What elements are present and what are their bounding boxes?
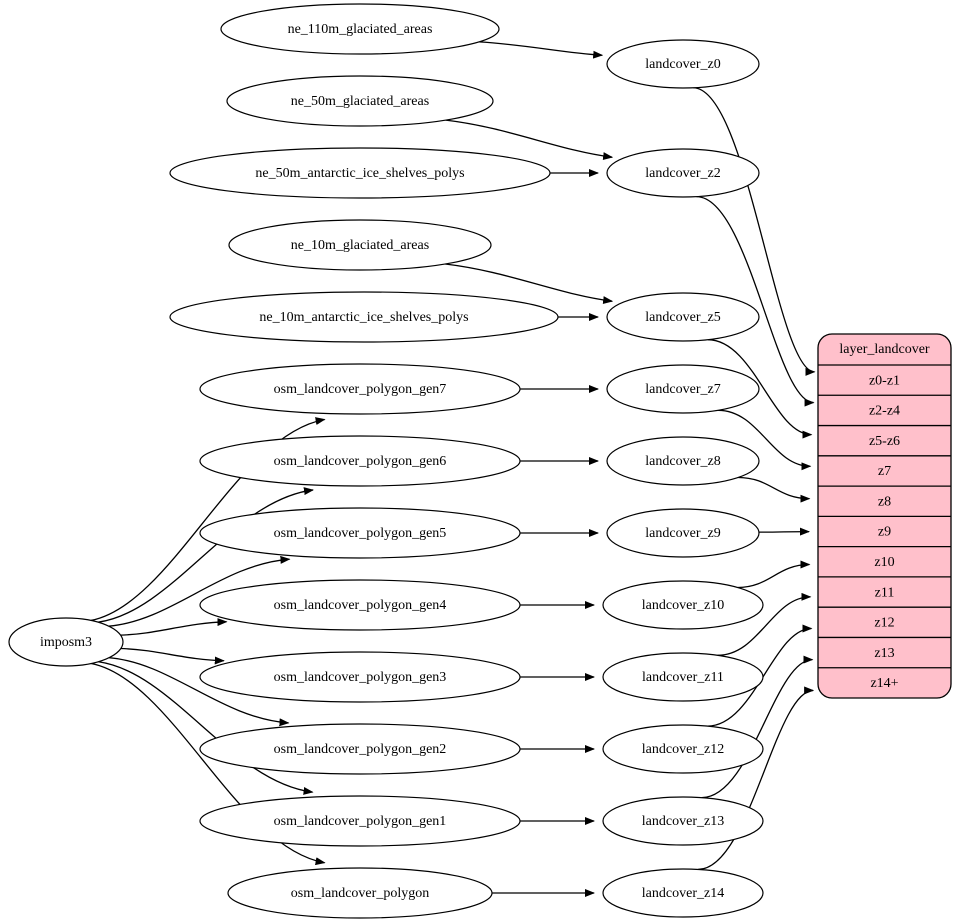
node-shape-osm_landcover_polygon_gen4[interactable] — [199, 579, 521, 631]
node-landcover_z13[interactable]: landcover_z13 — [602, 796, 764, 846]
node-osm_landcover_polygon_gen3[interactable]: osm_landcover_polygon_gen3 — [199, 651, 521, 703]
edge-imposm3-to-osm_landcover_polygon_gen5 — [108, 555, 291, 627]
edge-landcover_z7-to-layer_landcover_z7 — [718, 409, 812, 471]
edge-landcover_z2-to-layer_landcover_z2-z4 — [696, 195, 815, 407]
edge-landcover_z5-to-layer_landcover_z5-z6 — [707, 339, 813, 439]
node-shape-osm_landcover_polygon[interactable] — [227, 867, 493, 919]
edge-ne_110m_glaciated_areas-to-landcover_z0 — [479, 41, 604, 59]
edge-imposm3-to-osm_landcover_polygon_gen3 — [120, 647, 225, 665]
nodes-layer: imposm3 ne_110m_glaciated_areas ne_50m_gla… — [8, 3, 764, 919]
node-shape-osm_landcover_polygon_gen3[interactable] — [199, 651, 521, 703]
node-osm_landcover_polygon_gen1[interactable]: osm_landcover_polygon_gen1 — [199, 795, 521, 847]
node-ne_10m_glaciated_areas[interactable]: ne_10m_glaciated_areas — [228, 219, 492, 271]
node-shape-imposm3[interactable] — [8, 617, 124, 667]
edge-imposm3-to-osm_landcover_polygon_gen7 — [90, 417, 326, 622]
node-shape-ne_10m_glaciated_areas[interactable] — [228, 219, 492, 271]
node-landcover_z14[interactable]: landcover_z14 — [602, 868, 764, 918]
edge-ne_50m_glaciated_areas-to-landcover_z2 — [445, 119, 614, 161]
node-ne_50m_glaciated_areas[interactable]: ne_50m_glaciated_areas — [226, 75, 494, 127]
node-shape-ne_50m_antarctic_ice_shelves_polys[interactable] — [169, 147, 551, 199]
node-shape-landcover_z9[interactable] — [606, 508, 760, 558]
node-shape-osm_landcover_polygon_gen5[interactable] — [199, 507, 521, 559]
node-osm_landcover_polygon_gen5[interactable]: osm_landcover_polygon_gen5 — [199, 507, 521, 559]
edge-imposm3-to-osm_landcover_polygon_gen2 — [109, 657, 290, 727]
edge-landcover_z14-to-layer_landcover_z14_ — [698, 686, 815, 871]
edge-landcover_z0-to-layer_landcover_z0-z1 — [693, 87, 816, 376]
edge-landcover_z9-to-layer_landcover_z9 — [758, 527, 811, 536]
node-shape-landcover_z8[interactable] — [606, 436, 760, 486]
node-shape-osm_landcover_polygon_gen7[interactable] — [199, 363, 521, 415]
node-shape-landcover_z5[interactable] — [606, 292, 760, 342]
node-landcover_z12[interactable]: landcover_z12 — [602, 724, 764, 774]
node-shape-landcover_z0[interactable] — [606, 39, 760, 89]
edge-landcover_z11-to-layer_landcover_z11 — [717, 592, 812, 656]
node-osm_landcover_polygon_gen2[interactable]: osm_landcover_polygon_gen2 — [199, 723, 521, 775]
edge-ne_10m_glaciated_areas-to-landcover_z5 — [445, 263, 614, 305]
edge-imposm3-to-osm_landcover_polygon_gen1 — [98, 661, 314, 795]
node-landcover_z8[interactable]: landcover_z8 — [606, 436, 760, 486]
node-ne_10m_antarctic_ice_shelves_polys[interactable]: ne_10m_antarctic_ice_shelves_polys — [169, 291, 559, 343]
node-landcover_z0[interactable]: landcover_z0 — [606, 39, 760, 89]
edges-layer — [90, 41, 816, 897]
node-osm_landcover_polygon_gen7[interactable]: osm_landcover_polygon_gen7 — [199, 363, 521, 415]
node-shape-landcover_z2[interactable] — [606, 148, 760, 198]
node-landcover_z10[interactable]: landcover_z10 — [602, 580, 764, 630]
node-shape-osm_landcover_polygon_gen2[interactable] — [199, 723, 521, 775]
edge-landcover_z13-to-layer_landcover_z13 — [701, 655, 814, 799]
node-shape-ne_110m_glaciated_areas[interactable] — [220, 3, 500, 55]
node-osm_landcover_polygon[interactable]: osm_landcover_polygon — [227, 867, 493, 919]
node-shape-landcover_z12[interactable] — [602, 724, 764, 774]
edge-landcover_z8-to-layer_landcover_z8 — [738, 476, 811, 503]
record-node-layer: layer_landcoverz0-z1z2-z4z5-z6z7z8z9z10z… — [817, 333, 952, 699]
node-landcover_z7[interactable]: landcover_z7 — [606, 364, 760, 414]
node-shape-osm_landcover_polygon_gen1[interactable] — [199, 795, 521, 847]
node-osm_landcover_polygon_gen4[interactable]: osm_landcover_polygon_gen4 — [199, 579, 521, 631]
node-shape-landcover_z14[interactable] — [602, 868, 764, 918]
node-osm_landcover_polygon_gen6[interactable]: osm_landcover_polygon_gen6 — [199, 435, 521, 487]
node-shape-ne_10m_antarctic_ice_shelves_polys[interactable] — [169, 291, 559, 343]
edge-imposm3-to-osm_landcover_polygon — [91, 662, 326, 866]
edge-landcover_z10-to-layer_landcover_z10 — [737, 560, 811, 589]
record-node-layer-landcover[interactable]: layer_landcoverz0-z1z2-z4z5-z6z7z8z9z10z… — [817, 333, 952, 699]
node-shape-landcover_z11[interactable] — [602, 652, 764, 702]
node-shape-landcover_z13[interactable] — [602, 796, 764, 846]
node-landcover_z11[interactable]: landcover_z11 — [602, 652, 764, 702]
edge-imposm3-to-osm_landcover_polygon_gen6 — [98, 487, 314, 623]
node-shape-landcover_z7[interactable] — [606, 364, 760, 414]
node-ne_50m_antarctic_ice_shelves_polys[interactable]: ne_50m_antarctic_ice_shelves_polys — [169, 147, 551, 199]
node-landcover_z2[interactable]: landcover_z2 — [606, 148, 760, 198]
edge-imposm3-to-osm_landcover_polygon_gen4 — [120, 618, 228, 636]
node-ne_110m_glaciated_areas[interactable]: ne_110m_glaciated_areas — [220, 3, 500, 55]
node-shape-landcover_z10[interactable] — [602, 580, 764, 630]
node-shape-osm_landcover_polygon_gen6[interactable] — [199, 435, 521, 487]
node-landcover_z5[interactable]: landcover_z5 — [606, 292, 760, 342]
node-landcover_z9[interactable]: landcover_z9 — [606, 508, 760, 558]
node-imposm3[interactable]: imposm3 — [8, 617, 124, 667]
node-shape-ne_50m_glaciated_areas[interactable] — [226, 75, 494, 127]
